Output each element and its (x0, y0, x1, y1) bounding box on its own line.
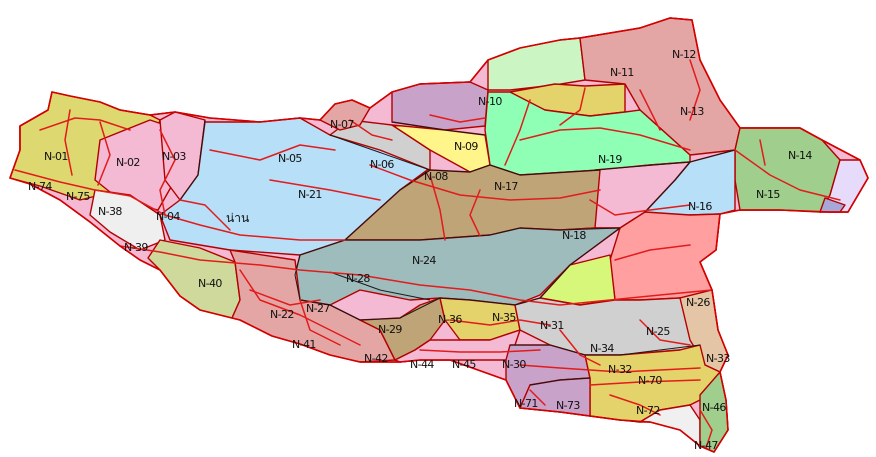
label-N-14: N-14 (788, 149, 812, 162)
label-N-71: N-71 (514, 397, 538, 410)
label-N-11: N-11 (610, 66, 634, 79)
zone-N-upper (487, 37, 586, 91)
label-N-17: N-17 (494, 180, 518, 193)
label-N-35: N-35 (492, 311, 516, 324)
label-N-47: N-47 (694, 439, 718, 452)
label-N-46: N-46 (702, 401, 726, 414)
label-N-29: N-29 (378, 323, 402, 336)
label-N-02: N-02 (116, 156, 140, 169)
label-N-33: N-33 (706, 352, 730, 365)
label-N-74: N-74 (28, 180, 52, 193)
zone-N-10 (391, 81, 489, 131)
label-N-44: N-44 (410, 358, 434, 371)
label-N-07: N-07 (330, 118, 354, 131)
label-N-18: N-18 (562, 229, 586, 242)
zone-N-29 (359, 297, 446, 361)
label-N-09: N-09 (454, 140, 478, 153)
label-N-41: N-41 (292, 338, 316, 351)
label-N-01: N-01 (44, 150, 68, 163)
label-N-75: N-75 (66, 190, 90, 203)
label-N-19: N-19 (598, 153, 622, 166)
label-N-06: N-06 (370, 158, 394, 171)
label-N-31: N-31 (540, 319, 564, 332)
label-N-08: N-08 (424, 170, 448, 183)
label-N-04: N-04 (156, 210, 180, 223)
label-N-26: N-26 (686, 296, 710, 309)
label-N-34: N-34 (590, 342, 614, 355)
label-N-28: N-28 (346, 272, 370, 285)
river-network (14, 59, 841, 449)
label-N-42: N-42 (364, 352, 388, 365)
label-N-72: N-72 (636, 404, 660, 417)
label-N-27: N-27 (306, 302, 330, 315)
label-N-15: N-15 (756, 188, 780, 201)
label-N-38: N-38 (98, 205, 122, 218)
zone-labels: N-01 N-74 N-75 N-02 N-03 N-04 N-38 N-39 … (28, 48, 813, 452)
label-N-22: N-22 (270, 308, 294, 321)
label-N-24: N-24 (412, 254, 436, 267)
label-N-45: N-45 (452, 358, 476, 371)
basin-outline (9, 17, 869, 453)
label-N-16: N-16 (688, 200, 712, 213)
label-N-10: N-10 (478, 95, 502, 108)
label-N-36: N-36 (438, 313, 462, 326)
label-N-03: N-03 (162, 150, 186, 163)
label-N-05: N-05 (278, 152, 302, 165)
label-N-21: N-21 (298, 188, 322, 201)
label-N-13: N-13 (680, 105, 704, 118)
label-N-30: N-30 (502, 358, 526, 371)
label-N-25: N-25 (646, 325, 670, 338)
label-N-70: N-70 (638, 374, 662, 387)
label-N-12: N-12 (672, 48, 696, 61)
label-N-40: N-40 (198, 277, 222, 290)
label-N-73: N-73 (556, 399, 580, 412)
city-label: น่าน (226, 211, 249, 225)
label-N-32: N-32 (608, 363, 632, 376)
label-N-39: N-39 (124, 241, 148, 254)
